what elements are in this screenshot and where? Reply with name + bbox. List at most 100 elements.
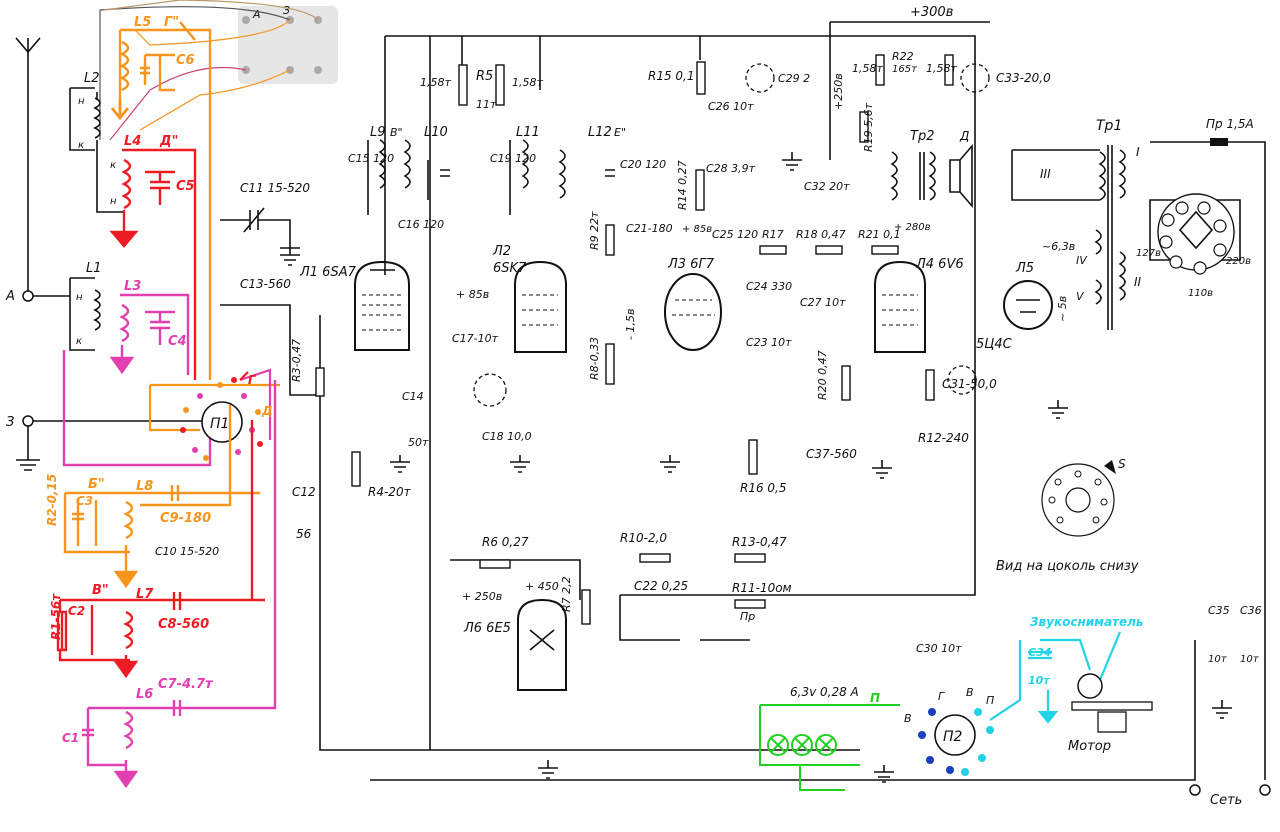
c36-value: 10т — [1240, 654, 1260, 665]
r158a-label: 1,58т — [420, 76, 451, 89]
winding-iii: III — [1040, 167, 1051, 181]
tr2-label: Тр2 — [910, 129, 934, 144]
panel-wires — [99, 0, 319, 141]
antenna-terminal[interactable] — [22, 290, 34, 302]
if-transformers: L9 В" L10 L11 L12 Е" C15 120 C16 120 C19… — [348, 125, 666, 231]
l6-label: L6 — [136, 687, 153, 702]
turntable-motor: Мотор — [1068, 673, 1153, 754]
v220-label: 220в — [1226, 256, 1251, 267]
l8-tag: Б" — [88, 477, 105, 492]
c29-label: C29 2 — [778, 72, 810, 85]
voltage-selector[interactable] — [1157, 193, 1235, 275]
c9-label: C9-180 — [160, 511, 211, 526]
red-circuit-l7 — [56, 420, 265, 679]
tube-l2-6sk7: Л2 6SK7 — [492, 244, 567, 353]
l10-label: L10 — [424, 125, 448, 140]
l9-tag: В" — [390, 126, 403, 139]
c32-label: C32 20т — [804, 180, 850, 193]
l2-label: L2 — [84, 71, 100, 86]
v110-label: 110в — [1188, 288, 1213, 299]
c4-label: C4 — [168, 334, 187, 349]
magenta-circuit-l6 — [82, 380, 277, 789]
c12-label: C12 — [292, 485, 316, 499]
r10-label: R10-2,0 — [620, 531, 667, 545]
p2-label: П2 — [943, 729, 963, 745]
tube-l3-6g7: Л3 6Г7 — [664, 257, 722, 351]
v63-label: ~6,3в — [1042, 240, 1075, 253]
l5-tube-type: 5Ц4С — [976, 337, 1013, 352]
panel-a-label: А — [252, 8, 261, 21]
c28-label: C28 3,9т — [706, 162, 756, 175]
r3-label: R3-0,47 — [290, 339, 303, 382]
r14-label: R14 0,27 — [676, 160, 689, 210]
l2-tube-label-a: Л2 — [492, 244, 511, 259]
switch-p1[interactable]: П1 Г Д — [148, 368, 280, 461]
v280-label: + 280в — [894, 222, 931, 233]
r5-label: R5 — [476, 69, 493, 84]
mains-terminal-1[interactable] — [1189, 784, 1201, 796]
tube-socket-view: S Вид на цоколь снизу — [996, 457, 1139, 574]
p-green-label: П — [870, 691, 880, 705]
r22-label: R22 — [892, 50, 914, 63]
r9-label: R9 22т — [588, 211, 601, 250]
r1-label: R1-56т — [49, 593, 63, 640]
c27-label: C27 10т — [800, 296, 846, 309]
l4-tag: Д" — [159, 134, 178, 149]
c3-label: C3 — [76, 494, 93, 508]
l4-n: н — [110, 196, 117, 207]
plus250-label: +250в — [832, 73, 845, 110]
c6-label: C6 — [176, 53, 195, 68]
main-wiring — [220, 21, 1196, 781]
p1-label: П1 — [210, 416, 229, 432]
switch-p2[interactable]: П2 Г В П В — [904, 686, 994, 776]
tube-l5-5c4s: Л5 5Ц4С — [976, 261, 1053, 352]
r158c-label: 1,58т — [852, 62, 883, 75]
r20-label: R20 0,47 — [816, 350, 829, 400]
l4-tube-label: Л4 6V6 — [915, 257, 964, 272]
c13-label: C13-560 — [240, 277, 291, 291]
c5-label: C5 — [176, 179, 195, 194]
pr-label: Пр — [740, 610, 755, 623]
speaker-label: Д — [959, 129, 969, 143]
p2-g: Г — [938, 690, 945, 703]
c36-label: C36 — [1240, 604, 1262, 617]
antenna-terminal-panel: А З — [238, 4, 338, 84]
p1-d: Д — [261, 404, 273, 418]
c26-label: C26 10т — [708, 100, 754, 113]
winding-v: V — [1076, 290, 1085, 303]
c22-label: C22 0,25 — [634, 579, 688, 593]
red-circuit-l4 — [109, 148, 197, 380]
c30-label: C30 10т — [916, 642, 962, 655]
v158-label: - 1,5в — [624, 309, 637, 340]
r158d-label: 1,58т — [926, 62, 957, 75]
socket-caption: Вид на цоколь снизу — [996, 559, 1139, 574]
antenna-label: А — [5, 289, 15, 304]
r18-label: R18 0,47 — [796, 228, 846, 241]
r12-label: R12-240 — [918, 431, 969, 445]
c10-label: C10 15-520 — [155, 545, 219, 558]
mains-terminal-2[interactable] — [1259, 784, 1271, 796]
l12-tag: Е" — [614, 126, 626, 139]
c34-label: C34 — [1028, 646, 1051, 659]
c14-label: C14 — [402, 390, 424, 403]
ground-terminal[interactable] — [22, 415, 34, 427]
c7-label: C7-4.7т — [158, 677, 214, 692]
motor-label: Мотор — [1068, 739, 1111, 754]
p2-p: П — [986, 694, 994, 707]
resistor-blocks — [315, 54, 954, 625]
c15-label: C15 120 — [348, 152, 394, 165]
panel-z-label: З — [283, 4, 290, 17]
winding-iv: IV — [1076, 254, 1088, 267]
coil-l2: L2 н к — [69, 71, 125, 213]
c35-label: C35 — [1208, 604, 1230, 617]
l4-k: к — [110, 160, 116, 171]
l1-n: н — [76, 292, 83, 303]
r15-label: R15 0,1 — [648, 69, 695, 83]
l5-tube-label: Л5 — [1015, 261, 1034, 276]
r19-label: R19 5,6т — [862, 102, 875, 152]
c18-label: C18 10,0 — [482, 430, 532, 443]
tube-l6-6e5: Л6 6Е5 — [463, 598, 567, 691]
l11-label: L11 — [516, 125, 540, 140]
ground-label: З — [6, 415, 14, 430]
